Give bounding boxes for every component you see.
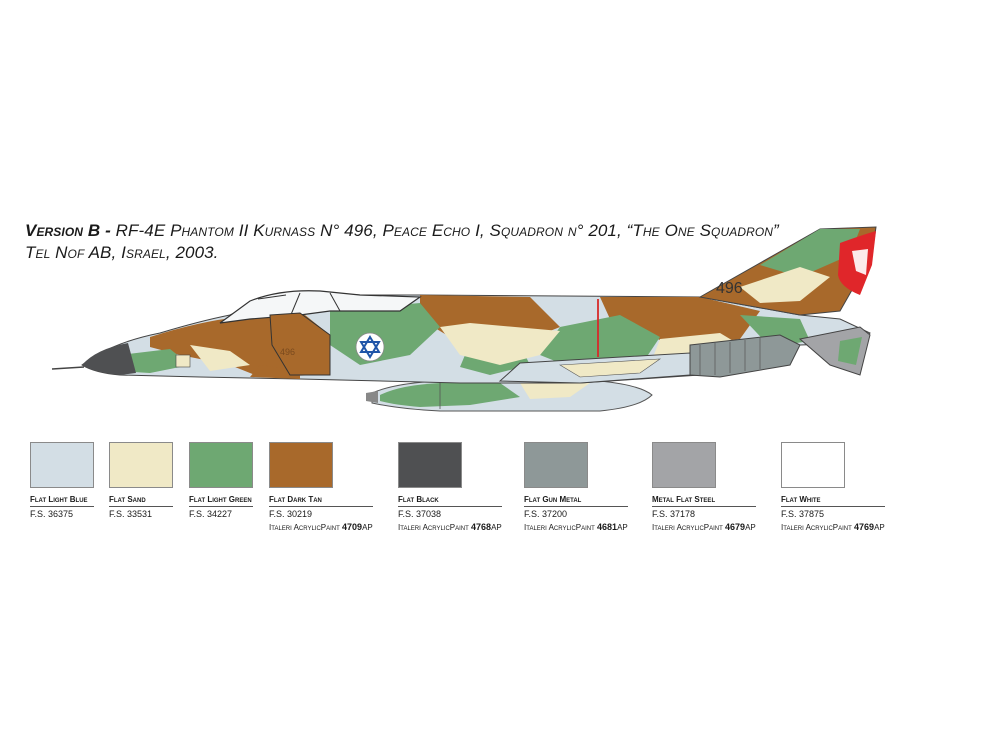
color-swatch bbox=[398, 442, 462, 488]
fs-code: F.S. 34227 bbox=[189, 509, 233, 519]
color-name: Flat Black bbox=[398, 495, 502, 507]
caption-title: RF-4E Phantom II Kurnass N° 496, Peace E… bbox=[110, 221, 779, 240]
color-chip-flat-white: Flat White F.S. 37875 Italeri AcrylicPai… bbox=[781, 442, 885, 532]
fs-code: F.S. 37875 bbox=[781, 509, 825, 519]
paint-reference: Italeri AcrylicPaint 4768AP bbox=[398, 522, 502, 532]
nose-number-text: 496 bbox=[280, 347, 295, 357]
paint-prefix: Italeri AcrylicPaint bbox=[781, 523, 855, 532]
fs-code: F.S. 36375 bbox=[30, 509, 74, 519]
fs-code: F.S. 33531 bbox=[109, 509, 153, 519]
color-chip-flat-sand: Flat Sand F.S. 33531 bbox=[109, 442, 173, 519]
paint-reference: Italeri AcrylicPaint 4769AP bbox=[781, 522, 885, 532]
version-label: Version B - bbox=[25, 221, 111, 240]
fs-code: F.S. 30219 bbox=[269, 509, 313, 519]
paint-suffix: AP bbox=[362, 523, 373, 532]
paint-suffix: AP bbox=[745, 523, 756, 532]
color-chip-flat-light-green: Flat Light Green F.S. 34227 bbox=[189, 442, 253, 519]
color-name: Flat Light Blue bbox=[30, 495, 94, 507]
paint-reference: Italeri AcrylicPaint 4679AP bbox=[652, 522, 756, 532]
color-swatch bbox=[189, 442, 253, 488]
paint-code: 4709 bbox=[342, 522, 363, 532]
color-swatch bbox=[652, 442, 716, 488]
color-swatch bbox=[781, 442, 845, 488]
paint-prefix: Italeri AcrylicPaint bbox=[269, 523, 343, 532]
color-chip-flat-black: Flat Black F.S. 37038 Italeri AcrylicPai… bbox=[398, 442, 502, 532]
color-name: Flat Light Green bbox=[189, 495, 253, 507]
color-swatch bbox=[524, 442, 588, 488]
caption-line-2: Tel Nof AB, Israel, 2003. bbox=[25, 243, 219, 262]
paint-code: 4681 bbox=[597, 522, 618, 532]
tail-number-text: 496 bbox=[716, 280, 743, 297]
color-swatch bbox=[269, 442, 333, 488]
fs-code: F.S. 37200 bbox=[524, 509, 568, 519]
color-swatch bbox=[30, 442, 94, 488]
paint-reference: Italeri AcrylicPaint 4681AP bbox=[524, 522, 628, 532]
color-swatch bbox=[109, 442, 173, 488]
color-name: Flat Sand bbox=[109, 495, 173, 507]
paint-code: 4679 bbox=[725, 522, 746, 532]
paint-suffix: AP bbox=[874, 523, 885, 532]
color-name: Flat Dark Tan bbox=[269, 495, 373, 507]
paint-code: 4768 bbox=[471, 522, 492, 532]
color-chip-flat-light-blue: Flat Light Blue F.S. 36375 bbox=[30, 442, 94, 519]
fs-code: F.S. 37038 bbox=[398, 509, 442, 519]
paint-prefix: Italeri AcrylicPaint bbox=[652, 523, 726, 532]
color-chip-flat-gun-metal: Flat Gun Metal F.S. 37200 Italeri Acryli… bbox=[524, 442, 628, 532]
caption-line-1: Version B - RF-4E Phantom II Kurnass N° … bbox=[25, 220, 779, 242]
version-caption: Version B - RF-4E Phantom II Kurnass N° … bbox=[25, 220, 779, 264]
paint-prefix: Italeri AcrylicPaint bbox=[524, 523, 598, 532]
color-name: Flat Gun Metal bbox=[524, 495, 628, 507]
paint-prefix: Italeri AcrylicPaint bbox=[398, 523, 472, 532]
color-name: Flat White bbox=[781, 495, 885, 507]
paint-suffix: AP bbox=[491, 523, 502, 532]
fs-code: F.S. 37178 bbox=[652, 509, 696, 519]
paint-code: 4769 bbox=[854, 522, 875, 532]
paint-reference: Italeri AcrylicPaint 4709AP bbox=[269, 522, 373, 532]
color-name: Metal Flat Steel bbox=[652, 495, 756, 507]
aircraft-profile-illustration: 496 496 bbox=[51, 226, 877, 412]
paint-suffix: AP bbox=[617, 523, 628, 532]
color-chip-metal-flat-steel: Metal Flat Steel F.S. 37178 Italeri Acry… bbox=[652, 442, 756, 532]
color-chip-flat-dark-tan: Flat Dark Tan F.S. 30219 Italeri Acrylic… bbox=[269, 442, 373, 532]
